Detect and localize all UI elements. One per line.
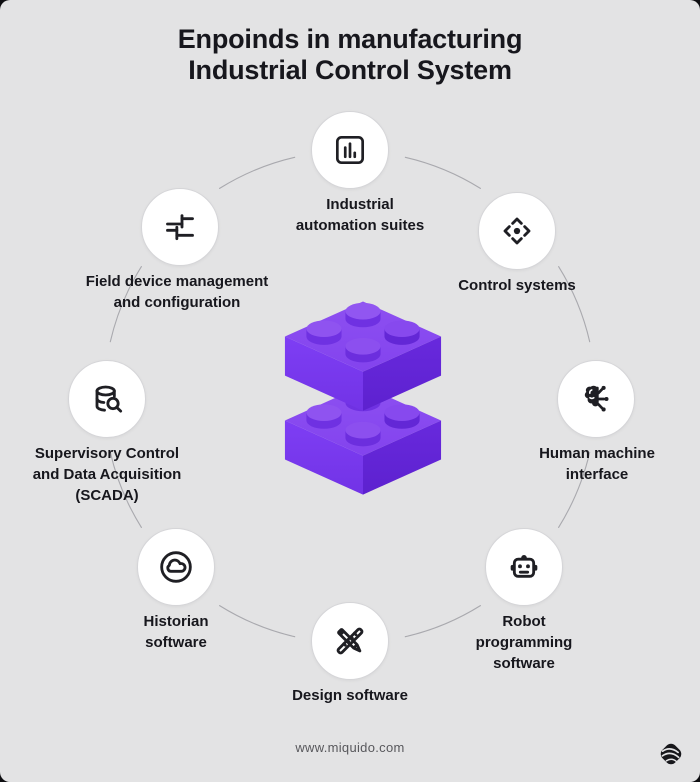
sliders-icon bbox=[166, 214, 194, 241]
node-circle bbox=[478, 192, 556, 270]
node-label: Industrial automation suites bbox=[295, 196, 425, 234]
website-url: www.miquido.com bbox=[295, 740, 405, 755]
bar-chart-icon bbox=[335, 135, 365, 165]
node-circle bbox=[68, 360, 146, 438]
node-label: Control systems bbox=[458, 277, 576, 294]
node-label: Robot programming software bbox=[475, 613, 573, 672]
database-search-icon bbox=[95, 385, 123, 413]
node-label: Supervisory Control and Data Acquisition… bbox=[32, 445, 182, 504]
node-circle bbox=[485, 528, 563, 606]
node-circle bbox=[311, 111, 389, 189]
node-circle bbox=[137, 528, 215, 606]
robot-icon bbox=[510, 555, 538, 578]
node-circle bbox=[557, 360, 635, 438]
miquido-logo-icon bbox=[660, 743, 682, 765]
node-circle bbox=[311, 602, 389, 680]
page-title: Enpoinds in manufacturing Industrial Con… bbox=[177, 24, 523, 85]
cloud-icon bbox=[160, 551, 192, 583]
node-circle bbox=[141, 188, 219, 266]
node-label: Field device management and configuratio… bbox=[85, 273, 269, 311]
purple-lego-bricks-graphic bbox=[284, 301, 442, 495]
focus-target-icon bbox=[503, 217, 531, 245]
node-label: Human machine interface bbox=[539, 445, 655, 483]
brain-circuit-icon bbox=[584, 385, 609, 412]
ruler-pencil-icon bbox=[336, 627, 364, 655]
node-label: Historian software bbox=[143, 613, 209, 651]
node-label: Design software bbox=[292, 687, 408, 704]
